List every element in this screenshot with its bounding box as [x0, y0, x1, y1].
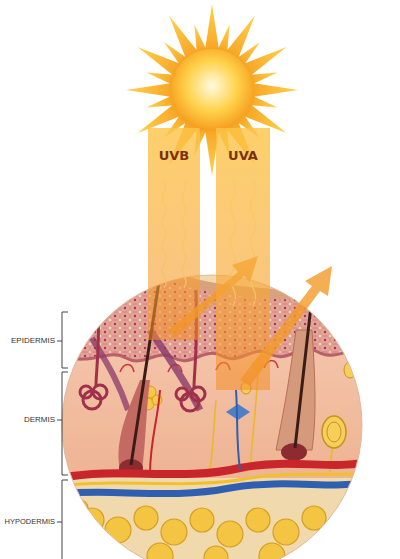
beam-label: UVB — [148, 128, 200, 163]
layer-label: EPIDERMIS — [11, 337, 55, 345]
layer-label: HYPODERMIS — [5, 518, 55, 526]
layer-bracket — [57, 312, 68, 559]
layer-label: DERMIS — [24, 416, 55, 424]
uv-beam: UVB — [148, 128, 200, 340]
beam-label: UVA — [216, 128, 270, 163]
uv-beam: UVA — [216, 128, 270, 390]
skin-section — [60, 262, 370, 559]
